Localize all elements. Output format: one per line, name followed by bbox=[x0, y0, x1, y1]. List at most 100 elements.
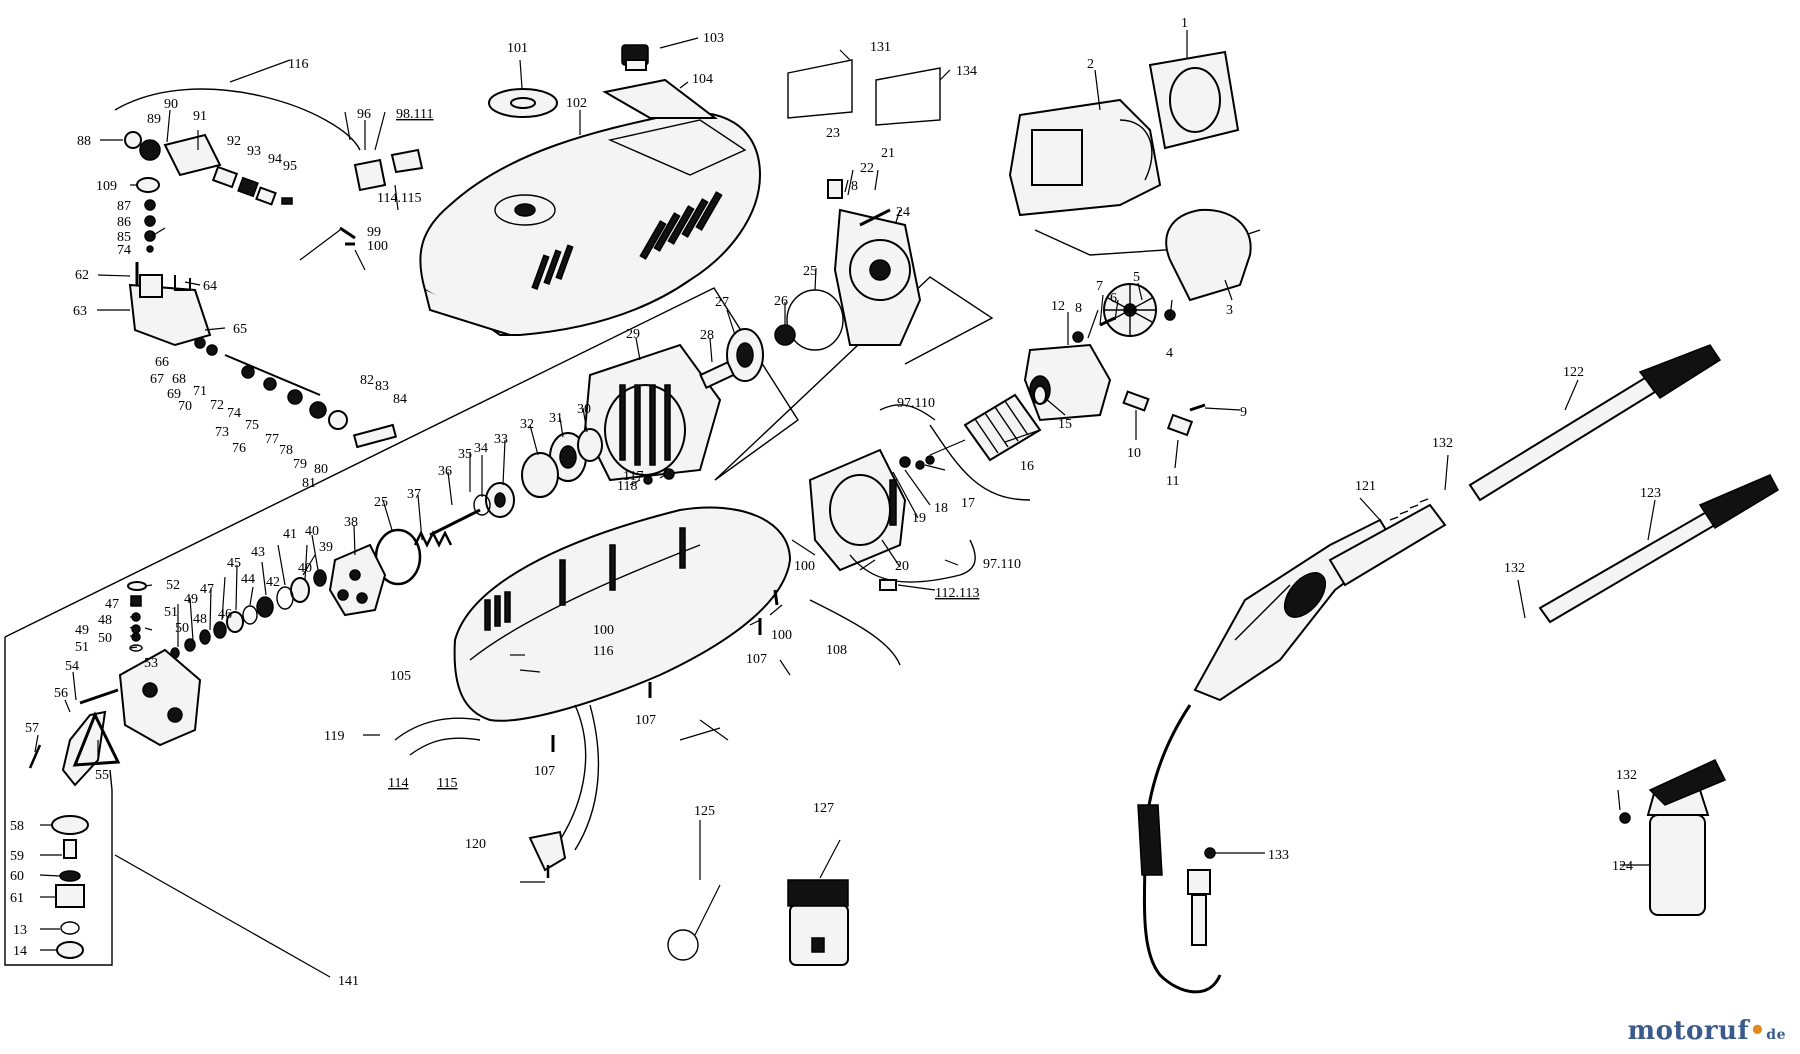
label-73: 73 bbox=[215, 425, 229, 440]
bearing-plate-24 bbox=[833, 208, 922, 346]
screw-57 bbox=[28, 744, 42, 769]
label-116-hose: 116 bbox=[288, 57, 308, 72]
label-8-bracket: 8 bbox=[851, 179, 858, 194]
label-46: 46 bbox=[218, 607, 232, 622]
label-107-c: 107 bbox=[534, 764, 555, 779]
label-94: 94 bbox=[268, 152, 282, 167]
label-32: 32 bbox=[520, 417, 534, 432]
lance-123 bbox=[1538, 474, 1779, 624]
label-27: 27 bbox=[715, 295, 729, 310]
label-12: 12 bbox=[1051, 299, 1065, 314]
unloader-55-56 bbox=[61, 710, 121, 787]
label-11: 11 bbox=[1166, 474, 1179, 489]
label-107-b: 107 bbox=[635, 713, 656, 728]
label-14: 14 bbox=[13, 944, 27, 959]
label-47-b: 47 bbox=[105, 597, 119, 612]
spray-gun-121 bbox=[1193, 498, 1447, 702]
label-69: 69 bbox=[167, 387, 181, 402]
label-17: 17 bbox=[961, 496, 975, 511]
label-25-bracket: 25 bbox=[803, 264, 817, 279]
switch-91 bbox=[124, 131, 222, 177]
oil-bottle-127 bbox=[787, 879, 849, 966]
label-109: 109 bbox=[96, 179, 117, 194]
label-66: 66 bbox=[155, 355, 169, 370]
label-36: 36 bbox=[438, 464, 452, 479]
label-87: 87 bbox=[117, 199, 131, 214]
label-74-b: 74 bbox=[227, 406, 241, 421]
label-83: 83 bbox=[375, 379, 389, 394]
base-housing-105 bbox=[453, 506, 792, 722]
label-4: 4 bbox=[1166, 346, 1173, 361]
label-85: 85 bbox=[117, 230, 131, 245]
valve-plate-38 bbox=[328, 543, 387, 617]
label-100-stator: 100 bbox=[794, 559, 815, 574]
label-47-a: 47 bbox=[200, 582, 214, 597]
label-79: 79 bbox=[293, 457, 307, 472]
label-98-111: 98.111 bbox=[396, 107, 433, 122]
hose-133 bbox=[1137, 704, 1222, 994]
label-43: 43 bbox=[251, 545, 265, 560]
label-141: 141 bbox=[338, 974, 359, 989]
label-24: 24 bbox=[896, 205, 910, 220]
label-116-housing: 116 bbox=[593, 644, 613, 659]
brush-10 bbox=[1122, 390, 1150, 412]
needle-tool-125 bbox=[667, 884, 721, 961]
label-93: 93 bbox=[247, 144, 261, 159]
label-119: 119 bbox=[324, 729, 344, 744]
label-103: 103 bbox=[703, 31, 724, 46]
label-59: 59 bbox=[10, 849, 24, 864]
label-89: 89 bbox=[147, 112, 161, 127]
label-124: 124 bbox=[1612, 859, 1633, 874]
label-63: 63 bbox=[73, 304, 87, 319]
label-132-b: 132 bbox=[1504, 561, 1525, 576]
label-78: 78 bbox=[279, 443, 293, 458]
label-75: 75 bbox=[245, 418, 259, 433]
label-53: 53 bbox=[144, 656, 158, 671]
screws-99-100 bbox=[339, 226, 356, 246]
label-67: 67 bbox=[150, 372, 164, 387]
label-91: 91 bbox=[193, 109, 207, 124]
label-127: 127 bbox=[813, 801, 834, 816]
switch-parts-92-95 bbox=[211, 165, 293, 206]
valve-body-53 bbox=[118, 648, 202, 747]
label-35: 35 bbox=[458, 447, 472, 462]
label-29: 29 bbox=[626, 327, 640, 342]
label-102: 102 bbox=[566, 96, 587, 111]
motor-shroud-1 bbox=[1148, 50, 1240, 150]
label-108: 108 bbox=[826, 643, 847, 658]
piston-36 bbox=[429, 508, 481, 537]
pump-cover bbox=[419, 111, 762, 336]
label-71: 71 bbox=[193, 384, 207, 399]
watermark-dot: • bbox=[1749, 1016, 1767, 1046]
label-54: 54 bbox=[65, 659, 79, 674]
label-22: 22 bbox=[860, 161, 874, 176]
label-105: 105 bbox=[390, 669, 411, 684]
label-125: 125 bbox=[694, 804, 715, 819]
plate-104 bbox=[602, 78, 718, 119]
label-48-a: 48 bbox=[193, 612, 207, 627]
seal-33-35 bbox=[473, 482, 515, 518]
label-122: 122 bbox=[1563, 365, 1584, 380]
label-82: 82 bbox=[360, 373, 374, 388]
label-49-a: 49 bbox=[184, 592, 198, 607]
part-number-labels: 1 2 3 4 5 6 7 8 8 9 10 11 12 13 14 15 16… bbox=[10, 16, 1661, 989]
label-25-pump: 25 bbox=[374, 495, 388, 510]
motor-small-parts bbox=[551, 179, 1206, 752]
label-39: 39 bbox=[319, 540, 333, 555]
label-88: 88 bbox=[77, 134, 91, 149]
label-134: 134 bbox=[956, 64, 977, 79]
label-15: 15 bbox=[1058, 417, 1072, 432]
small-parts-85-109 bbox=[136, 177, 160, 253]
label-96: 96 bbox=[357, 107, 371, 122]
bolt-54 bbox=[79, 688, 119, 705]
label-52: 52 bbox=[166, 578, 180, 593]
label-8-motor: 8 bbox=[1075, 301, 1082, 316]
label-95: 95 bbox=[283, 159, 297, 174]
label-45: 45 bbox=[227, 556, 241, 571]
label-2: 2 bbox=[1087, 57, 1094, 72]
label-28: 28 bbox=[700, 328, 714, 343]
label-112-113: 112.113 bbox=[935, 586, 979, 601]
watermark-logo: motoruf•de bbox=[1628, 1016, 1786, 1046]
label-115-bottom: 115 bbox=[437, 776, 457, 791]
